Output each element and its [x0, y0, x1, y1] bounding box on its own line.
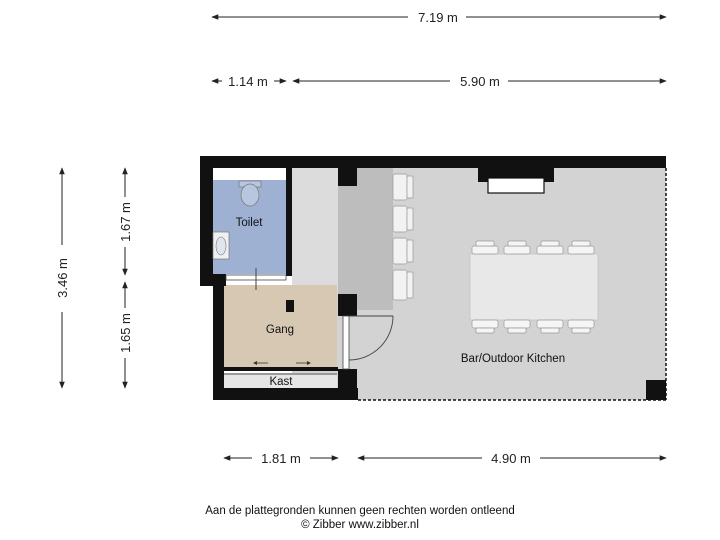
room-gang — [224, 285, 337, 367]
dimension-left-lower: 1.65 m — [118, 281, 133, 389]
disclaimer-text: Aan de plattegronden kunnen geen rechten… — [205, 505, 515, 517]
dimension-left-upper: 1.67 m — [118, 167, 133, 276]
dimension-top-total: 7.19 m — [211, 10, 667, 25]
sink-icon — [212, 231, 230, 260]
toilet-icon — [238, 180, 262, 207]
dimension-label: 1.65 m — [118, 313, 133, 353]
door-swing — [342, 315, 394, 370]
bar-stools — [392, 173, 414, 301]
dimension-bottom-left: 1.81 m — [223, 451, 339, 466]
sliding-door-toilet — [225, 268, 287, 290]
sliding-direction-arrows — [253, 361, 311, 365]
dimension-left-total: 3.46 m — [55, 167, 70, 389]
dimension-label: 3.46 m — [55, 258, 70, 298]
dimension-label: 5.90 m — [460, 74, 500, 89]
dimension-label: 1.67 m — [118, 202, 133, 242]
wall-niche — [487, 177, 545, 194]
copyright-text: © Zibber www.zibber.nl — [301, 519, 419, 531]
dimension-top-right: 5.90 m — [292, 74, 667, 89]
room-label-kast: Kast — [269, 376, 293, 388]
room-label-toilet: Toilet — [236, 217, 264, 229]
room-kast — [224, 373, 337, 388]
dimension-bottom-right: 4.90 m — [357, 451, 667, 466]
dimension-label: 1.81 m — [261, 451, 301, 466]
room-label-bar-outdoor-kitchen: Bar/Outdoor Kitchen — [461, 353, 565, 365]
dimension-label: 7.19 m — [418, 10, 458, 25]
room-label-gang: Gang — [266, 324, 294, 336]
dimension-label: 4.90 m — [491, 451, 531, 466]
bar-counter — [338, 168, 393, 310]
dining-table — [469, 253, 599, 321]
dimension-label: 1.14 m — [228, 74, 268, 89]
dimension-top-left: 1.14 m — [211, 74, 287, 89]
dining-chairs — [471, 240, 595, 334]
room-bar-alcove — [292, 168, 338, 292]
kast-front — [224, 373, 337, 375]
